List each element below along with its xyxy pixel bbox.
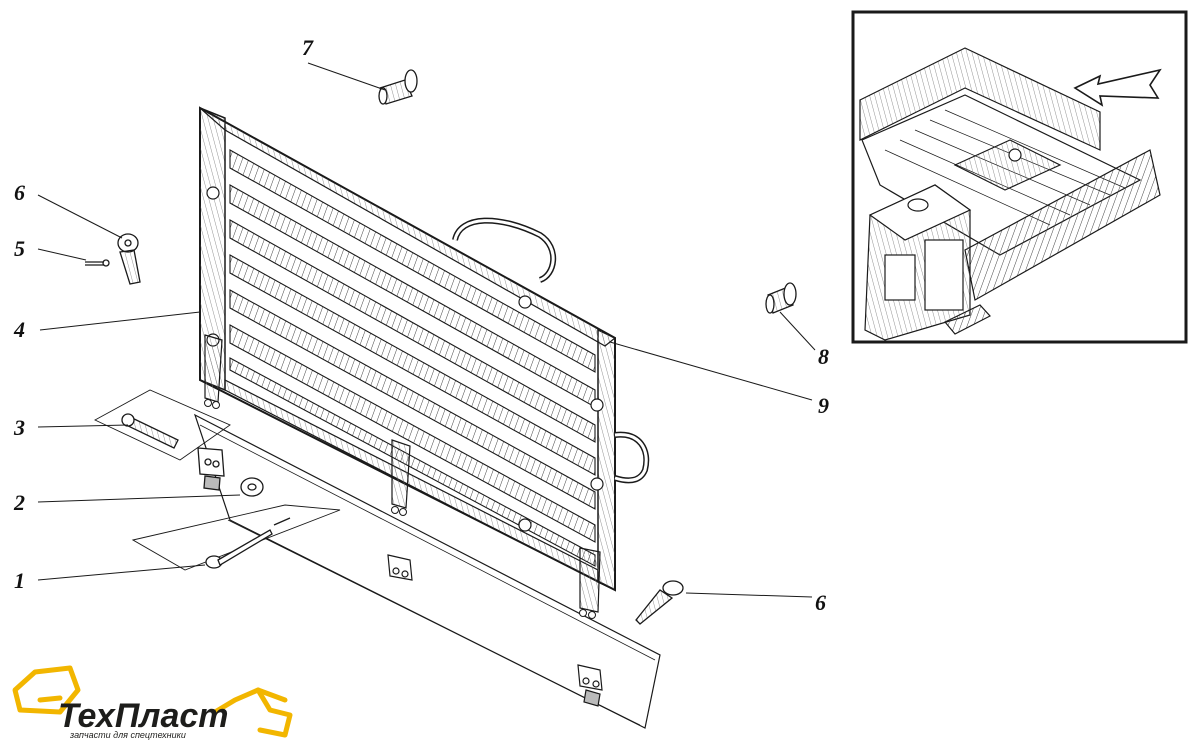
leader-2 [37, 494, 241, 503]
callout-1: 1 [14, 568, 25, 593]
logo-techplast: ТехПласт запчасти для спецтехники [12, 665, 293, 740]
part-8-stop [765, 282, 797, 314]
part-1-split-pin [131, 504, 341, 571]
rail-hinge-brackets [387, 554, 603, 707]
leader-8 [779, 311, 816, 351]
callout-7: 7 [302, 35, 314, 60]
leader-4 [39, 311, 201, 331]
leader-9 [609, 341, 813, 401]
callout-8: 8 [818, 344, 829, 369]
leader-1 [37, 564, 206, 581]
callout-3: 3 [13, 415, 25, 440]
leader-5 [37, 248, 87, 261]
part-2-washer [240, 477, 264, 497]
part-3-hinge-pin [94, 389, 231, 491]
callout-2: 2 [13, 490, 25, 515]
logo-tagline: запчасти для спецтехники [69, 730, 186, 740]
callout-9: 9 [818, 393, 829, 418]
tailgate-board [199, 106, 650, 619]
part-6-latch [117, 233, 141, 285]
part-5-cotter [85, 259, 110, 267]
inset-truck-body-view [851, 10, 1188, 344]
callout-5: 5 [14, 236, 25, 261]
leader-7 [307, 62, 386, 91]
part-7-pin [378, 69, 418, 105]
tailgate-slats [229, 149, 596, 567]
callout-6-lower: 6 [815, 590, 826, 615]
callout-6-upper: 6 [14, 180, 25, 205]
leader-3 [37, 424, 129, 428]
callout-4: 4 [13, 317, 25, 342]
part-6-wedge [635, 580, 684, 625]
logo-name: ТехПласт [58, 697, 229, 735]
leader-6a [37, 194, 123, 239]
logo-excavator-icon [12, 665, 293, 738]
leader-6b [685, 592, 813, 598]
